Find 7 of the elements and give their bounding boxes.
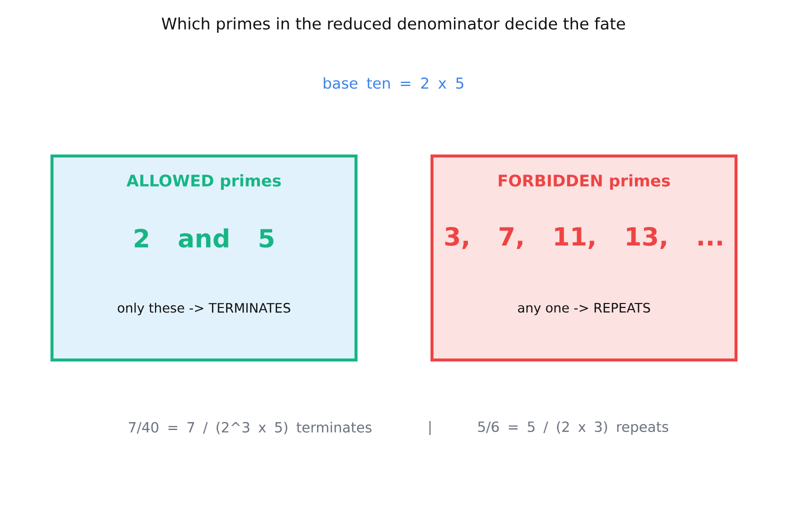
prime-card: FORBIDDEN primes 3, 7, 11, 13, ... any one -> REPEATS	[430, 154, 738, 362]
subtitle: base ten = 2 x 5	[324, 77, 464, 89]
separator: |	[429, 421, 431, 435]
title: Which primes in the reduced denominator decide the fate	[162, 17, 625, 33]
example-text: 5/6 = 5 / (2 x 3) repeats	[478, 421, 668, 435]
prime-card: ALLOWED primes 2 and 5 only these -> TERMINATES	[50, 154, 358, 362]
example-text: 7/40 = 7 / (2^3 x 5) terminates	[128, 422, 372, 434]
